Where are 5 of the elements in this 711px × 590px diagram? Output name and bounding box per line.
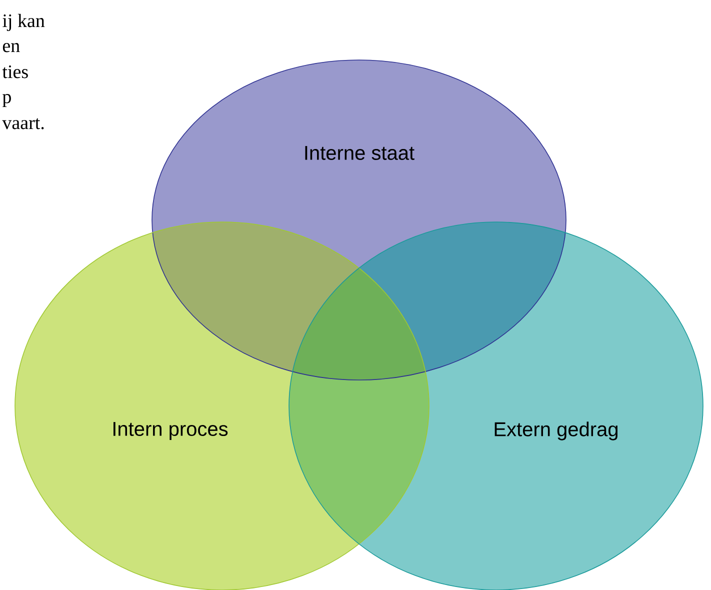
text-fragment: ij kan [2, 14, 45, 32]
text-fragment: vaart. [2, 118, 44, 130]
text-fragment: en [2, 43, 20, 52]
text-fragment: p [2, 94, 11, 108]
text-fragment: ties [2, 65, 28, 78]
